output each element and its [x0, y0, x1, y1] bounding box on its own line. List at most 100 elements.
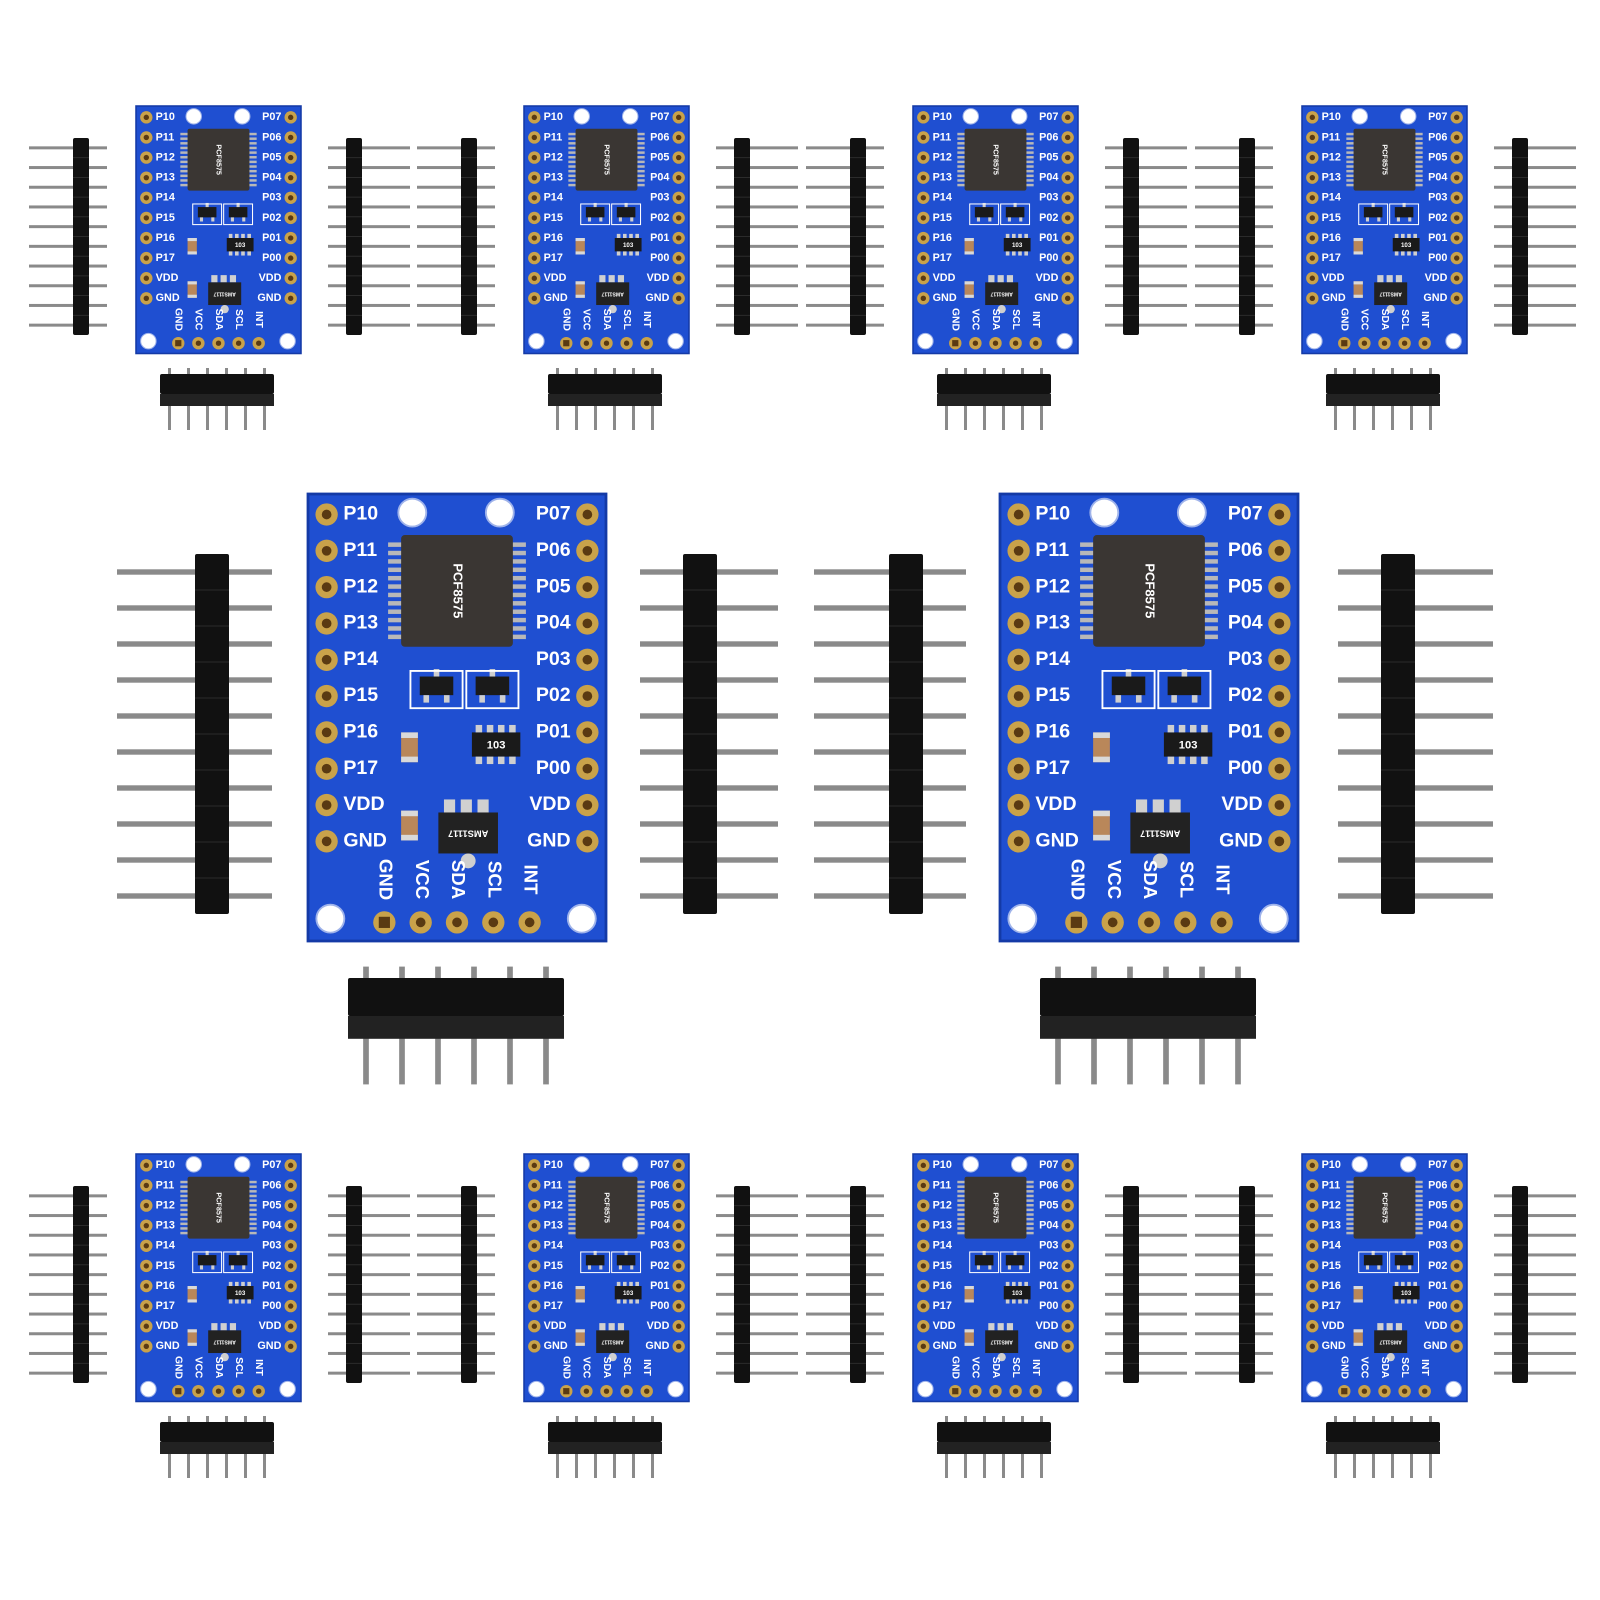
pad-hole: [1065, 1182, 1071, 1189]
pin-label-left: VDD: [933, 1320, 956, 1332]
transistor-outline: [1389, 203, 1420, 226]
resistor-pad: [635, 233, 639, 238]
pin-label-left: GND: [933, 1340, 957, 1352]
pin-label-right: VDD: [259, 1320, 282, 1332]
pad-hole: [1065, 1162, 1071, 1169]
transistor-body: [1394, 207, 1414, 218]
header-pin: [716, 244, 798, 248]
header-pin: [117, 785, 272, 791]
ic-pin: [180, 156, 189, 159]
pad-hole: [1309, 1343, 1315, 1350]
header-pin: [1105, 1312, 1187, 1316]
capacitor-body: [187, 281, 197, 298]
header-pin: [328, 244, 410, 248]
mounting-hole: [233, 1156, 251, 1173]
pin-header-vertical: [117, 554, 272, 914]
voltage-regulator: AMS1117: [1130, 799, 1190, 869]
pad-hole: [175, 340, 182, 347]
ic-pin: [1414, 1227, 1423, 1230]
capacitor: [1093, 732, 1110, 763]
header-plastic: [1326, 374, 1440, 394]
capacitor-cap: [187, 1286, 197, 1290]
pad-hole: [920, 295, 926, 302]
pin-label-bottom: SDA: [1140, 860, 1161, 899]
capacitor: [964, 238, 974, 255]
pad-hole: [920, 255, 926, 261]
pad-hole: [676, 114, 682, 121]
transistor-body: [585, 207, 605, 218]
transistor-leg: [1125, 669, 1132, 677]
ic-marking: PCF8575: [1143, 563, 1158, 618]
header-plastic-base: [1326, 394, 1440, 406]
pin-label-right: P02: [262, 212, 281, 224]
ic-pin: [388, 575, 403, 581]
pad-hole: [992, 1388, 999, 1394]
header-pin: [417, 1371, 495, 1375]
ic-pin: [180, 1204, 189, 1207]
ic-pin: [1203, 575, 1218, 581]
ic-pin: [957, 142, 966, 145]
pad-hole: [582, 836, 593, 847]
header-pin: [328, 1194, 410, 1198]
ic-pin: [1414, 1217, 1423, 1221]
ic-pin: [1025, 1222, 1034, 1226]
header-pin: [328, 303, 410, 307]
resistor-pad: [1024, 1299, 1028, 1304]
header-plastic-base: [548, 1442, 662, 1454]
resistor-pad: [629, 233, 633, 238]
capacitor: [401, 732, 418, 763]
pad-hole: [644, 340, 650, 346]
resistor-marking: 103: [1401, 1290, 1412, 1297]
pcf8575-ic: PCF8575: [957, 128, 1034, 191]
pin-label-left: P11: [156, 131, 175, 143]
pad-hole: [952, 340, 959, 347]
resistor-pad: [241, 1281, 245, 1286]
header-pin: [1195, 323, 1273, 327]
pin-label-bottom: INT: [1030, 311, 1041, 328]
pin-label-left: GND: [1322, 1340, 1346, 1352]
pad-hole: [920, 134, 926, 141]
capacitor-body: [401, 732, 418, 763]
capacitor-body: [1093, 732, 1110, 763]
transistor-leg: [587, 1265, 592, 1270]
mounting-hole: [484, 497, 515, 528]
pin-label-left: P15: [1322, 212, 1341, 224]
pin-label-right: P00: [262, 252, 281, 264]
header-pin: [29, 323, 107, 327]
ic-pin: [180, 137, 189, 140]
transistor-outline: [969, 203, 1000, 226]
ic-pin: [636, 1194, 645, 1198]
pad-hole: [531, 1343, 537, 1350]
pad-hole: [1454, 174, 1460, 181]
transistor-leg: [1365, 217, 1370, 222]
pad-hole: [676, 1263, 682, 1269]
pad-hole: [1454, 1202, 1460, 1209]
ic-pin: [180, 1194, 189, 1198]
header-pin: [1195, 205, 1273, 209]
header-pin: [117, 893, 272, 899]
pad-hole: [1065, 1263, 1071, 1269]
capacitor: [964, 1329, 974, 1346]
pad-hole: [1065, 154, 1071, 161]
pad-hole: [563, 340, 570, 347]
ic-body: [1353, 128, 1416, 191]
pin-header-vertical: [1195, 1186, 1273, 1383]
capacitor: [575, 1286, 585, 1303]
pad-hole: [531, 1323, 537, 1329]
pin-label-left: P14: [544, 1240, 563, 1252]
pad-hole: [1454, 1243, 1460, 1249]
capacitor-cap: [1093, 834, 1110, 841]
resistor-body: [1392, 238, 1420, 252]
ic-pin: [568, 1190, 577, 1193]
pin-label-right: VDD: [1036, 1320, 1059, 1332]
header-pin: [1195, 1312, 1273, 1316]
pin-label-bottom: GND: [173, 308, 184, 331]
ic-marking: PCF8575: [992, 1192, 1001, 1222]
pad-hole: [531, 114, 537, 121]
header-pin: [716, 225, 798, 229]
pad-hole: [1274, 763, 1285, 774]
mounting-hole: [1176, 497, 1207, 528]
transistor-body: [1005, 1255, 1025, 1266]
